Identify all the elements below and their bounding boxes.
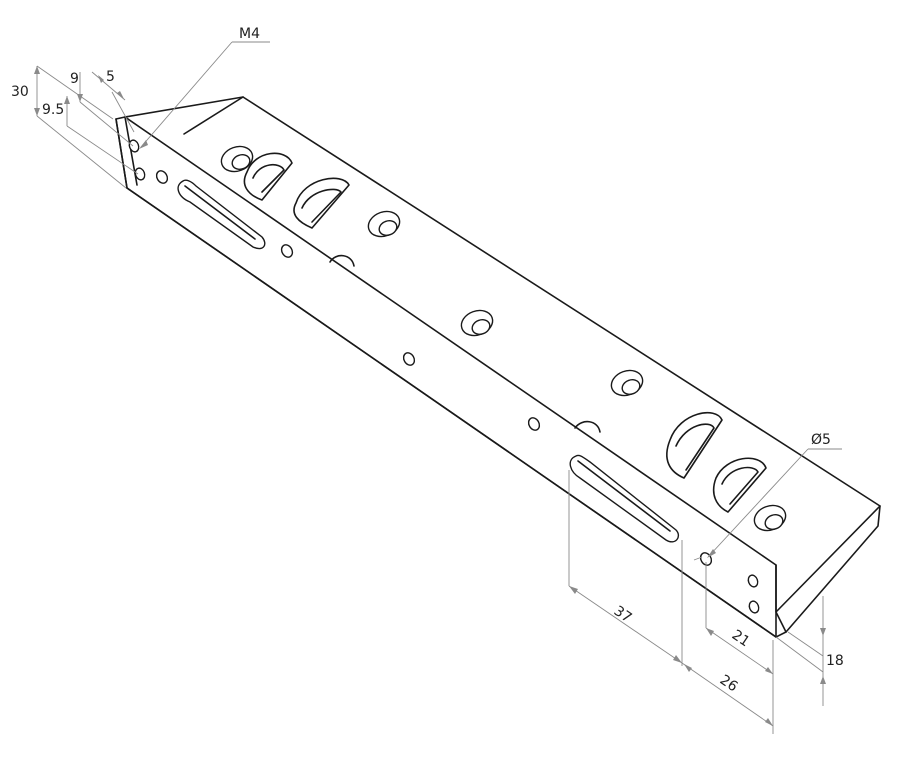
- dim-hole-spacing-label: 9.5: [42, 102, 64, 118]
- slot-top-right-2: [712, 457, 767, 513]
- dim-bottom-height-label: 18: [826, 653, 844, 669]
- counterbore-hole-3: [460, 309, 494, 337]
- dim-thread-label: M4: [239, 26, 260, 42]
- counterbore-hole-1: [220, 145, 254, 173]
- slot-top-left-2: [293, 177, 350, 229]
- dim-slot-length-label: 37: [611, 603, 635, 626]
- bracket-part: [115, 96, 881, 638]
- dim-hole-edge-label: 5: [106, 69, 115, 85]
- dimensions-left: M4 30 9 5 9.5: [11, 26, 270, 189]
- slot-front-right: [569, 454, 680, 543]
- dim-hole-diameter-label: Ø5: [811, 432, 831, 448]
- counterbore-hole-5: [753, 504, 787, 532]
- front-flange: [115, 116, 787, 638]
- dim-hole-offset-top-label: 9: [70, 71, 79, 87]
- dim-height-total-label: 30: [11, 84, 29, 100]
- counterbore-hole-4: [610, 369, 644, 397]
- front-flange-holes: [128, 139, 760, 614]
- slot-front-left: [177, 179, 266, 250]
- slot-top-right-1: [666, 412, 723, 479]
- dim-slot-to-end-label: 26: [717, 672, 741, 695]
- slot-top-left-1: [243, 152, 293, 201]
- top-plate: [124, 96, 881, 613]
- counterbore-hole-2: [367, 210, 401, 238]
- dimensions-right: Ø5 37 21 26 18: [568, 432, 844, 734]
- dim-hole-offset-end-label: 21: [729, 627, 753, 650]
